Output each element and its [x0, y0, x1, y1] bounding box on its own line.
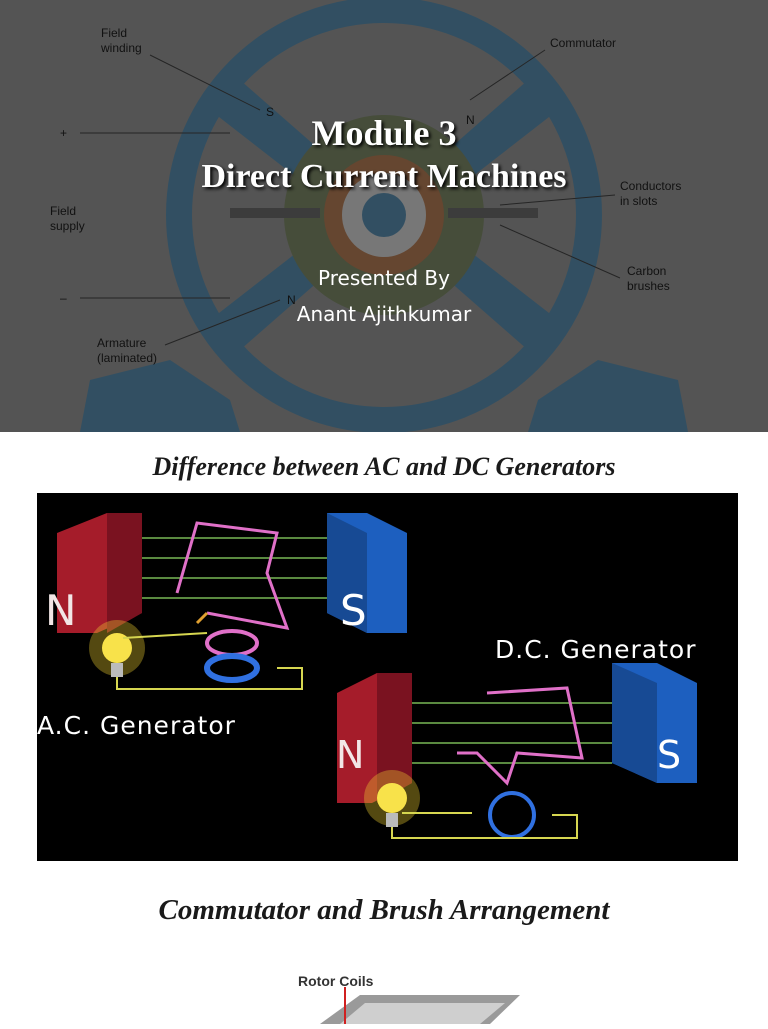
- generator-comparison-image: N S N S A.C. Generator D.C. Generator: [37, 493, 738, 861]
- presenter-label: Presented By: [318, 266, 450, 290]
- ac-south-label: S: [340, 586, 368, 635]
- heading-commutator: Commutator and Brush Arrangement: [158, 894, 610, 926]
- label-pole-n-bottom: N: [287, 293, 296, 307]
- slide-title-line2: Direct Current Machines: [201, 158, 567, 195]
- label-pole-s: S: [266, 105, 275, 119]
- label-conductors: Conductors in slots: [620, 179, 682, 208]
- title-slide: Field winding Commutator + Field supply …: [0, 0, 768, 432]
- slide-title-line1: Module 3: [311, 113, 457, 153]
- heading-ac-dc: Difference between AC and DC Generators: [152, 452, 616, 481]
- rotor-coils-label: Rotor Coils: [298, 973, 374, 989]
- label-plus: +: [60, 126, 68, 140]
- label-pole-n-top: N: [466, 113, 475, 127]
- label-field-supply: Field supply: [50, 204, 85, 233]
- commutator-image: [0, 955, 768, 1024]
- generator-illustration: [57, 513, 697, 839]
- dc-south-label: S: [657, 733, 683, 777]
- label-field-winding: Field winding: [101, 26, 142, 55]
- dc-generator-label: D.C. Generator: [495, 635, 697, 664]
- ac-north-label: N: [45, 586, 78, 635]
- label-carbon-brushes: Carbon brushes: [627, 264, 670, 293]
- label-commutator: Commutator: [550, 36, 617, 50]
- presenter-name: Anant Ajithkumar: [296, 302, 472, 326]
- label-armature: Armature (laminated): [97, 336, 158, 365]
- ac-generator-label: A.C. Generator: [37, 711, 236, 740]
- dark-overlay: [0, 0, 768, 432]
- label-minus: –: [60, 291, 67, 305]
- rotor-coil-illustration: [320, 987, 520, 1024]
- dc-north-label: N: [336, 733, 366, 777]
